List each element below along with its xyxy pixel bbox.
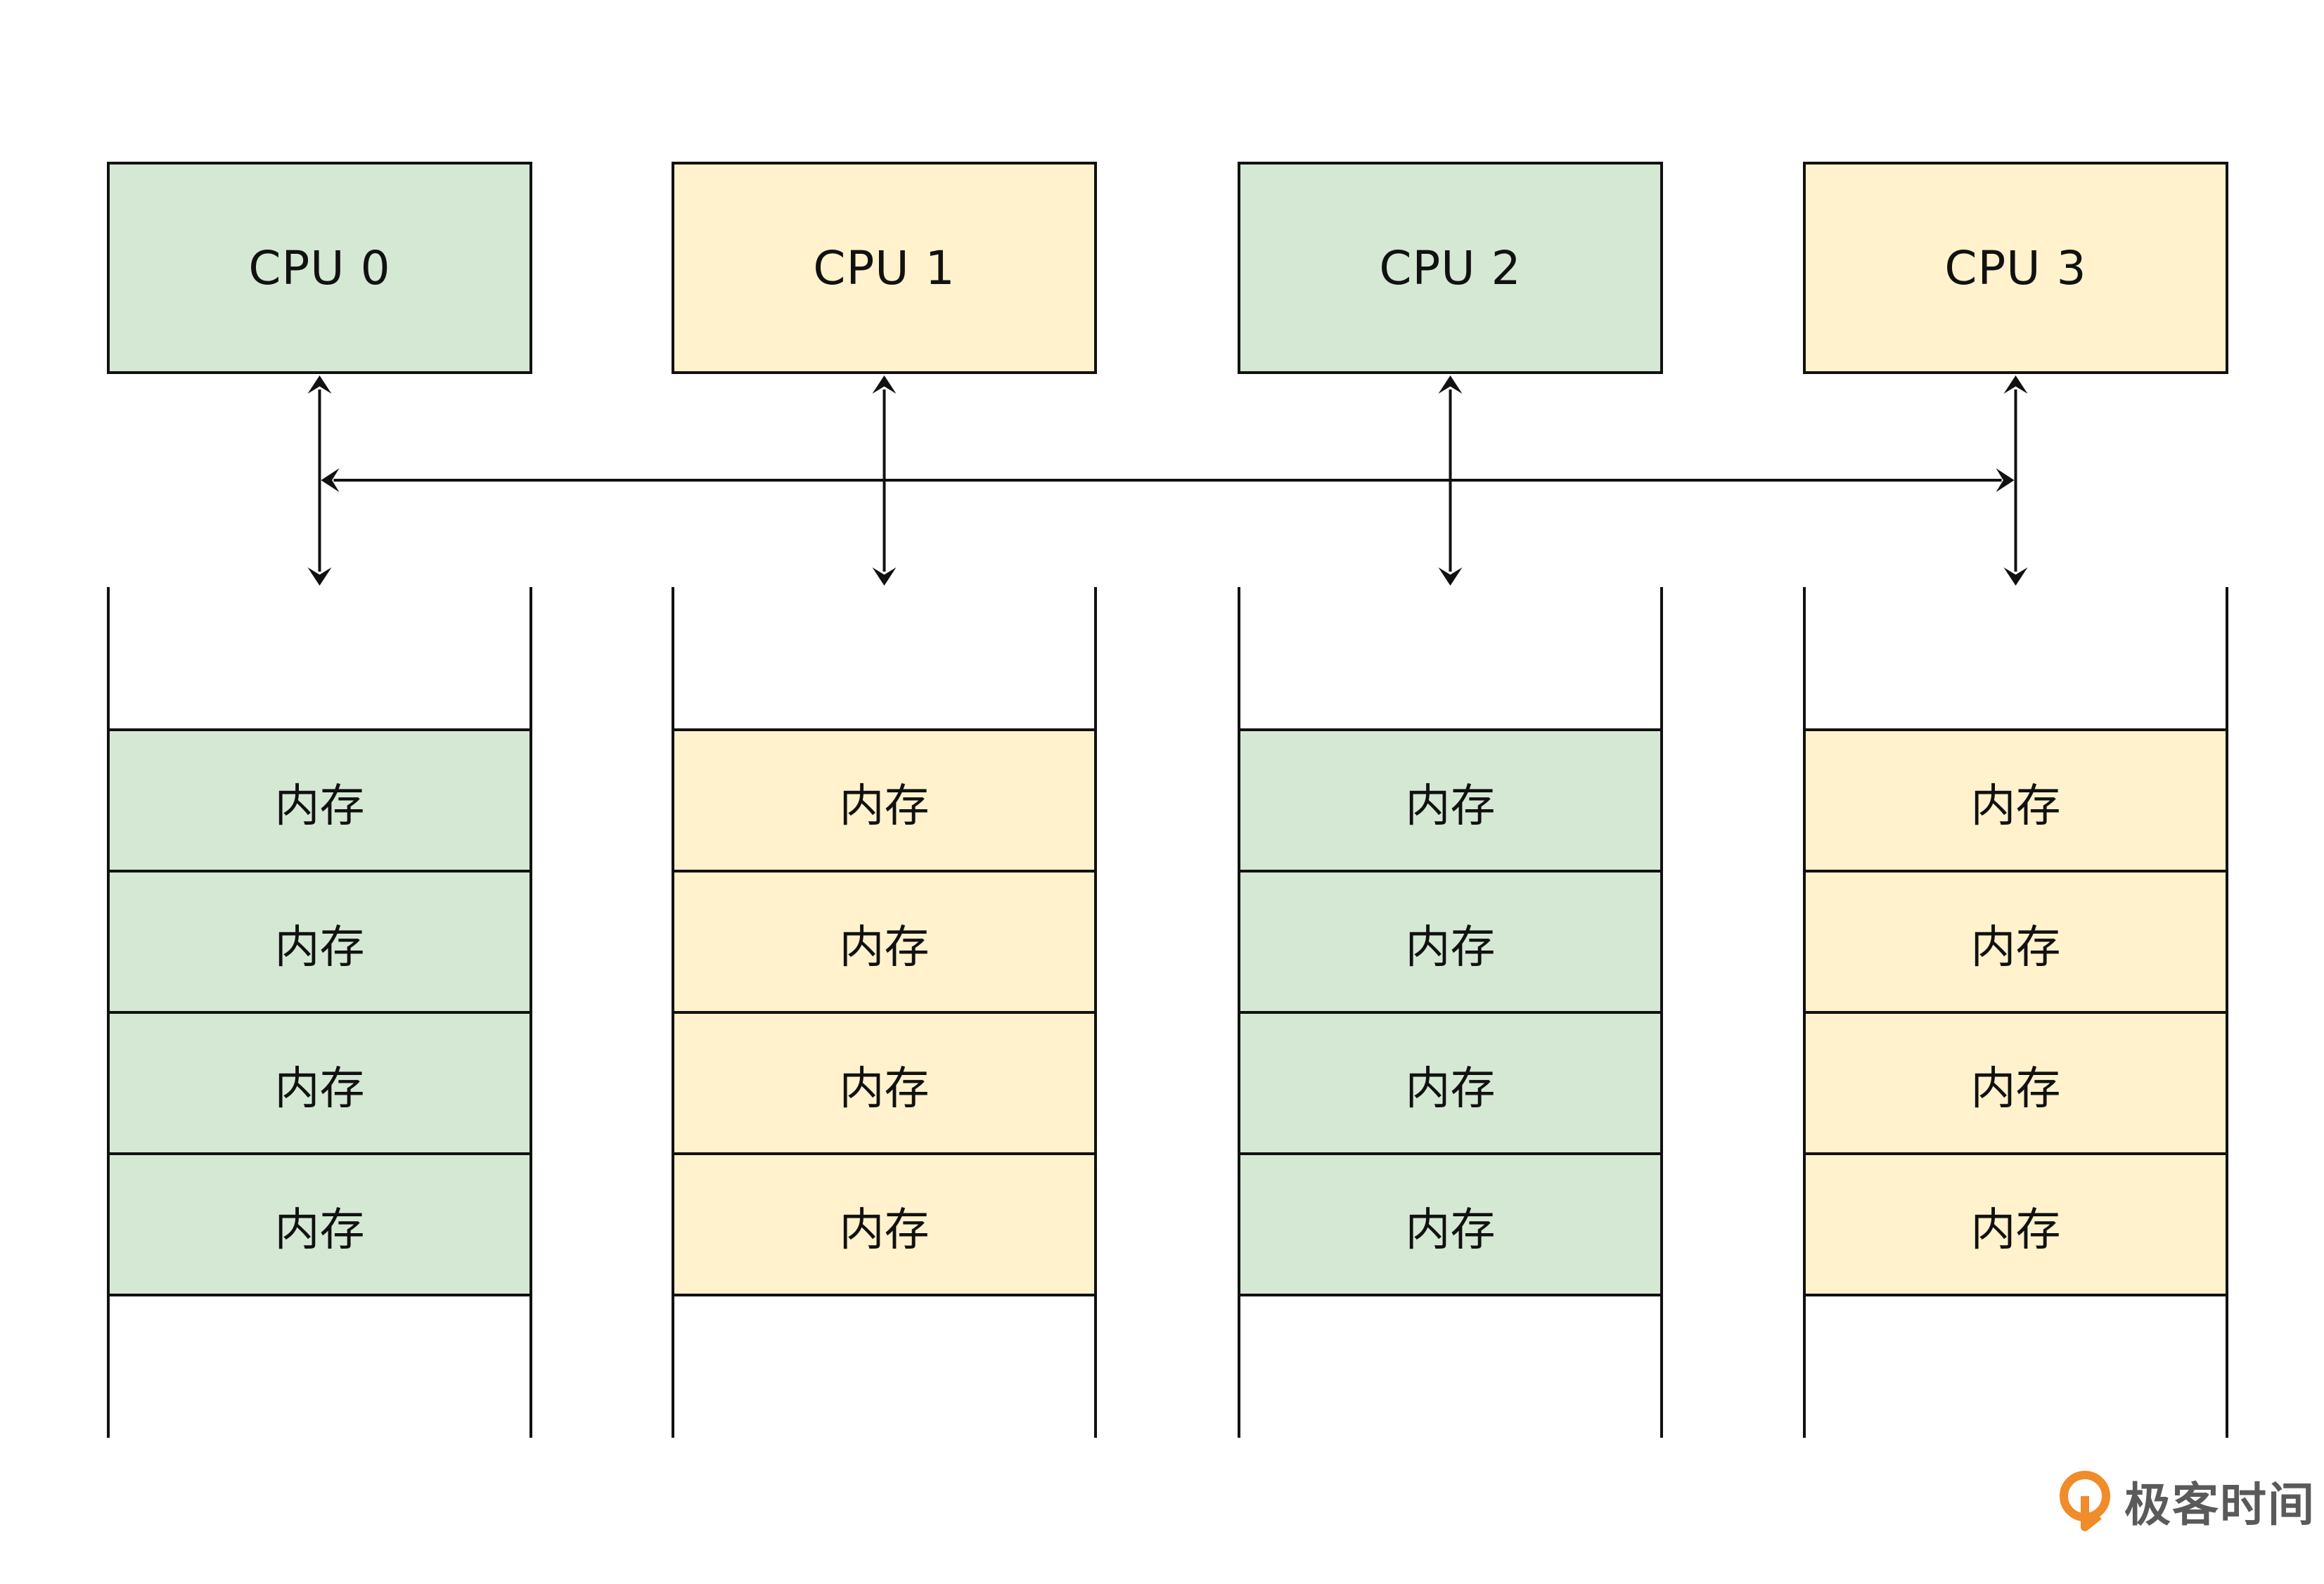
memory-cell: 内存 [674,870,1094,1014]
cpu-0-box: CPU 0 [107,162,532,374]
cpu-3-box: CPU 3 [1803,162,2228,374]
memory-cell-empty [1806,587,2226,731]
memory-cell: 内存 [1806,1152,2226,1296]
memory-cell: 内存 [1240,870,1660,1014]
memory-label: 内存 [839,921,930,974]
arrow-head-up [307,375,332,394]
memory-cell: 内存 [1806,1011,2226,1155]
memory-label: 内存 [1970,1204,2061,1256]
memory-cell-empty [674,587,1094,731]
memory-cell-empty [1240,1294,1660,1438]
memory-cell: 内存 [674,1152,1094,1296]
memory-label: 内存 [274,921,365,974]
arrow-head-left [321,468,340,492]
memory-cell-empty [1806,1294,2226,1438]
memory-cell-empty [1240,587,1660,731]
brand-text: 极客时间 [2124,1478,2316,1532]
brand-logo: 极客时间 [2060,1467,2316,1535]
memory-cell: 内存 [110,728,529,873]
memory-label: 内存 [1970,1062,2061,1115]
cpu-label: CPU 0 [248,240,391,295]
arrow-head-right [1996,468,2015,492]
cpu-label: CPU 1 [813,240,956,295]
memory-label: 内存 [274,780,365,832]
memory-label: 内存 [1405,780,1496,832]
cpu-label: CPU 3 [1944,240,2087,295]
memory-node-3: 内存内存内存内存 [1803,587,2228,1438]
memory-label: 内存 [1970,921,2061,974]
memory-cell-empty [110,1294,529,1438]
memory-cell: 内存 [1240,728,1660,873]
arrow-head-down [1438,567,1463,586]
memory-node-1: 内存内存内存内存 [672,587,1097,1438]
memory-label: 内存 [1405,1062,1496,1115]
memory-cell: 内存 [674,728,1094,873]
memory-label: 内存 [839,780,930,832]
memory-cell: 内存 [1240,1152,1660,1296]
cpu-label: CPU 2 [1379,240,1522,295]
memory-cell: 内存 [674,1011,1094,1155]
memory-label: 内存 [1405,921,1496,974]
memory-cell: 内存 [1806,870,2226,1014]
memory-cell: 内存 [110,1152,529,1296]
memory-cell-empty [110,587,529,731]
memory-cell: 内存 [110,870,529,1014]
arrow-head-down [2003,567,2028,586]
memory-label: 内存 [274,1062,365,1115]
memory-label: 内存 [274,1204,365,1256]
memory-cell: 内存 [110,1011,529,1155]
cpu-1-box: CPU 1 [672,162,1097,374]
memory-label: 内存 [839,1204,930,1256]
memory-cell-empty [674,1294,1094,1438]
arrow-head-up [1438,375,1463,394]
arrow-head-down [872,567,897,586]
memory-cell: 内存 [1240,1011,1660,1155]
arrow-head-up [2003,375,2028,394]
memory-label: 内存 [1970,780,2061,832]
memory-label: 内存 [1405,1204,1496,1256]
memory-node-0: 内存内存内存内存 [107,587,532,1438]
memory-label: 内存 [839,1062,930,1115]
cpu-2-box: CPU 2 [1238,162,1663,374]
memory-node-2: 内存内存内存内存 [1238,587,1663,1438]
memory-cell: 内存 [1806,728,2226,873]
geektime-logo-icon [2060,1471,2110,1531]
arrow-head-down [307,567,332,586]
arrow-head-up [872,375,897,394]
